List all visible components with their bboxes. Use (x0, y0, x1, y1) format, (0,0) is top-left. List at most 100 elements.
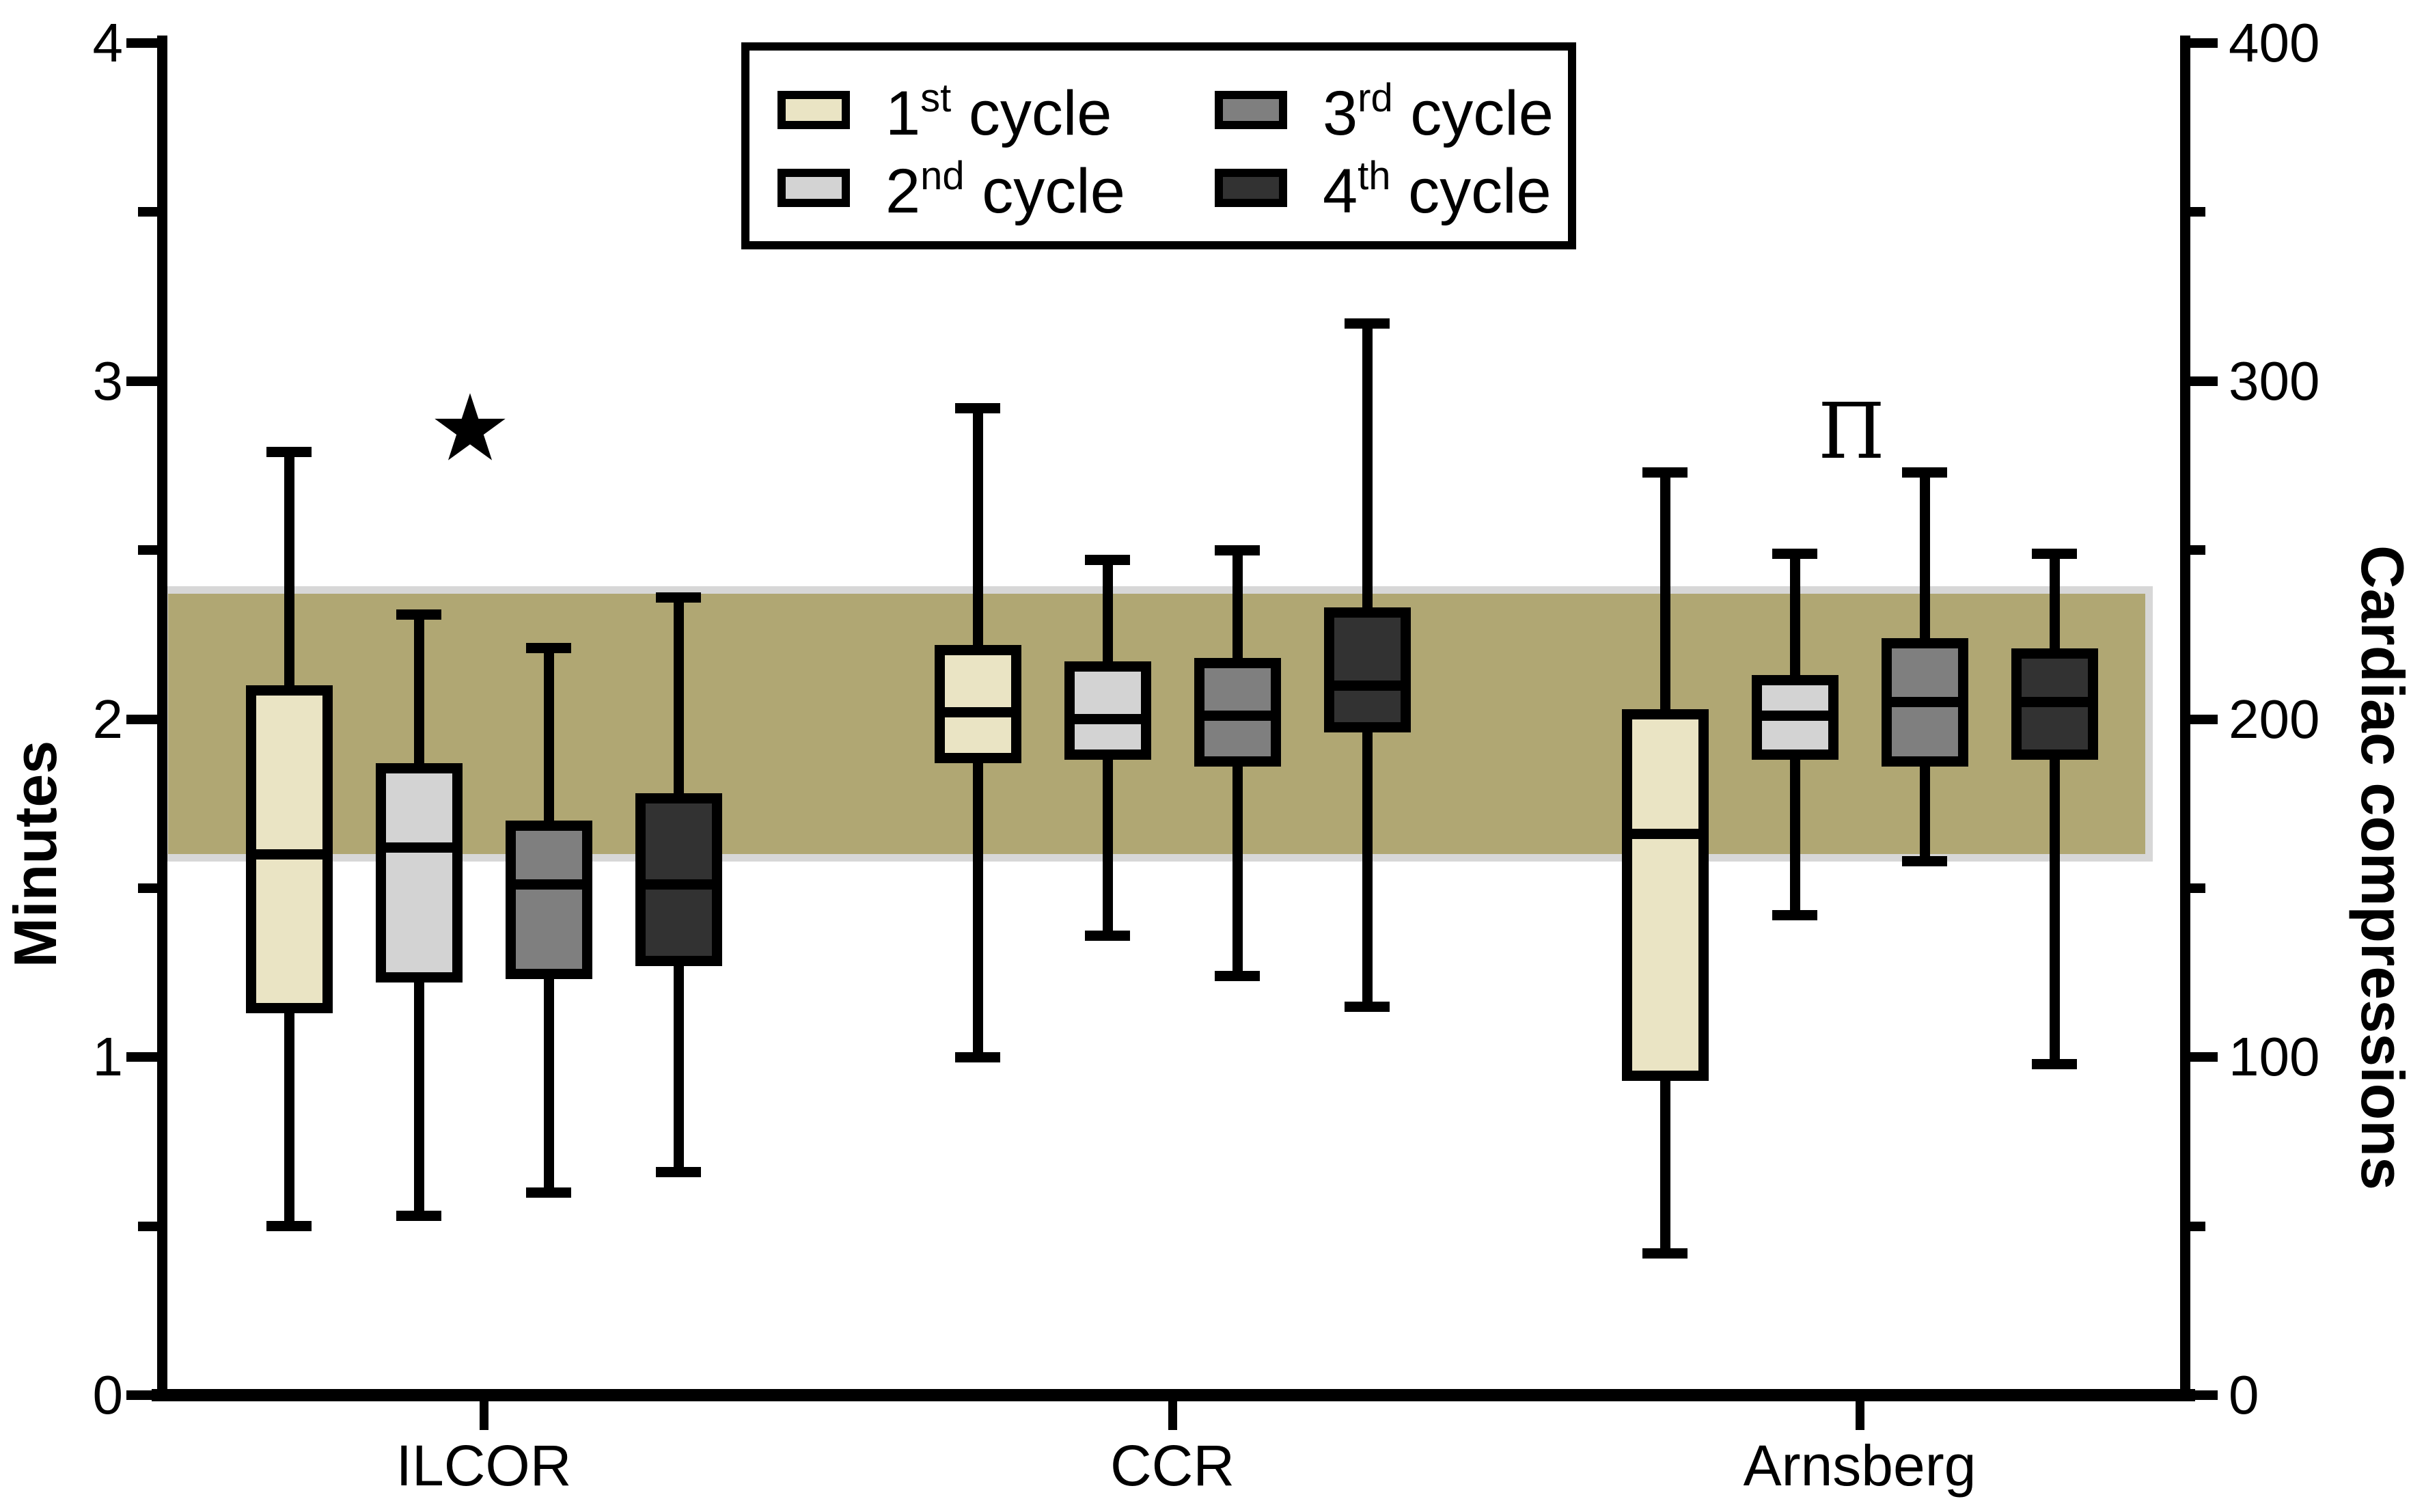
x-label-ilcor: ILCOR (396, 1433, 572, 1498)
box-arnsberg-cycle2-upper-cap (1772, 548, 1817, 559)
box-arnsberg-cycle1-lower-cap (1642, 1248, 1688, 1259)
pi-annotation: Π (1818, 387, 1885, 476)
right-tick-label-1: 100 (2229, 1026, 2320, 1088)
box-ilcor-cycle3-upper-whisker (543, 648, 554, 821)
box-arnsberg-cycle1-upper-cap (1642, 467, 1688, 478)
left-tick-label-4: 4 (92, 12, 124, 73)
box-ilcor-cycle4-upper-cap (656, 592, 701, 603)
box-ilcor-cycle2-lower-whisker (413, 982, 424, 1216)
box-ilcor-cycle2-lower-cap (396, 1211, 441, 1222)
box-ccr-cycle1 (934, 644, 1021, 763)
x-tick-ilcor (479, 1401, 488, 1430)
box-ilcor-cycle3-lower-whisker (543, 979, 554, 1193)
box-ccr-cycle4-median (1323, 680, 1411, 691)
left-minor-tick-3.5 (137, 207, 157, 217)
box-ccr-cycle1-lower-cap (955, 1051, 1000, 1062)
legend (741, 42, 1576, 249)
box-ilcor-cycle4-upper-whisker (673, 597, 684, 794)
right-major-tick-2 (2190, 714, 2218, 724)
box-ccr-cycle2 (1064, 661, 1151, 760)
box-ccr-cycle2-lower-cap (1085, 930, 1130, 941)
box-ccr-cycle3-lower-whisker (1232, 766, 1243, 976)
box-arnsberg-cycle2-upper-whisker (1789, 553, 1800, 676)
x-tick-ccr (1168, 1401, 1177, 1430)
left-major-tick-0 (126, 1390, 157, 1400)
right-minor-tick-0.5 (2190, 1221, 2205, 1231)
box-ilcor-cycle4-lower-cap (656, 1166, 701, 1177)
box-ccr-cycle2-median (1064, 714, 1151, 724)
x-label-ccr: CCR (1110, 1433, 1235, 1498)
box-ccr-cycle4-upper-cap (1345, 318, 1390, 329)
legend-label-cycle1: 1st cycle (885, 76, 1112, 148)
left-axis-spine (156, 36, 167, 1401)
box-ccr-cycle3-median (1194, 711, 1281, 721)
box-arnsberg-cycle3-median (1881, 697, 1968, 708)
x-tick-arnsberg (1855, 1401, 1864, 1430)
left-major-tick-4 (126, 38, 157, 48)
left-tick-label-2: 2 (92, 688, 124, 750)
box-arnsberg-cycle2-lower-whisker (1789, 759, 1800, 916)
right-tick-label-4: 400 (2229, 12, 2320, 73)
box-arnsberg-cycle4-upper-cap (2032, 548, 2077, 559)
box-arnsberg-cycle3-lower-cap (1902, 855, 1947, 866)
right-major-tick-4 (2190, 38, 2218, 48)
box-ilcor-cycle3 (505, 820, 592, 980)
box-ccr-cycle2-upper-cap (1085, 555, 1130, 566)
box-ccr-cycle1-median (934, 707, 1021, 718)
box-ccr-cycle3-lower-cap (1215, 971, 1260, 981)
right-axis-spine (2179, 36, 2190, 1401)
box-ccr-cycle4-upper-whisker (1362, 323, 1373, 608)
box-arnsberg-cycle4-upper-whisker (2049, 553, 2060, 648)
box-ccr-cycle4-lower-cap (1345, 1001, 1390, 1012)
box-arnsberg-cycle1-lower-whisker (1659, 1080, 1670, 1254)
left-major-tick-1 (126, 1052, 157, 1062)
bottom-axis-line (152, 1389, 2195, 1401)
box-ccr-cycle1-lower-whisker (972, 762, 983, 1058)
box-ilcor-cycle1-lower-cap (266, 1221, 312, 1232)
right-minor-tick-1.5 (2190, 883, 2205, 893)
box-ilcor-cycle4-lower-whisker (673, 965, 684, 1172)
right-tick-label-3: 300 (2229, 350, 2320, 411)
box-arnsberg-cycle2-lower-cap (1772, 909, 1817, 920)
box-ilcor-cycle1-median (245, 849, 333, 860)
box-arnsberg-cycle4-lower-cap (2032, 1058, 2077, 1069)
box-ccr-cycle3-upper-whisker (1232, 550, 1243, 659)
box-arnsberg-cycle2-median (1751, 711, 1838, 721)
left-major-tick-2 (126, 714, 157, 724)
box-ilcor-cycle1-lower-whisker (284, 1013, 294, 1226)
box-ilcor-cycle2-upper-whisker (413, 614, 424, 763)
box-ilcor-cycle2 (375, 762, 463, 983)
box-ccr-cycle3-upper-cap (1215, 545, 1260, 555)
right-tick-label-2: 200 (2229, 688, 2320, 750)
box-ilcor-cycle2-upper-cap (396, 609, 441, 620)
legend-swatch-cycle3 (1215, 91, 1287, 129)
right-major-tick-1 (2190, 1052, 2218, 1062)
box-ilcor-cycle1-upper-cap (266, 447, 312, 458)
x-label-arnsberg: Arnsberg (1743, 1433, 1977, 1498)
box-arnsberg-cycle3-lower-whisker (1919, 766, 1930, 862)
box-ccr-cycle1-upper-whisker (972, 408, 983, 645)
box-ccr-cycle2-lower-whisker (1102, 759, 1113, 936)
legend-swatch-cycle2 (777, 169, 850, 207)
star-annotation: ★ (428, 376, 512, 480)
box-ccr-cycle1-upper-cap (955, 402, 1000, 413)
box-ilcor-cycle3-median (505, 879, 592, 890)
left-minor-tick-1.5 (137, 883, 157, 893)
box-arnsberg-cycle4-lower-whisker (2049, 759, 2060, 1064)
box-ccr-cycle4 (1323, 607, 1411, 733)
legend-label-cycle2: 2nd cycle (885, 154, 1125, 226)
right-minor-tick-3.5 (2190, 207, 2205, 217)
legend-label-cycle4: 4th cycle (1323, 154, 1552, 226)
box-arnsberg-cycle3-upper-cap (1902, 467, 1947, 478)
box-ilcor-cycle3-lower-cap (526, 1187, 571, 1198)
left-tick-label-1: 1 (92, 1026, 124, 1088)
box-ilcor-cycle4-median (635, 879, 722, 890)
right-minor-tick-2.5 (2190, 545, 2205, 555)
left-tick-label-3: 3 (92, 350, 124, 411)
left-minor-tick-0.5 (137, 1221, 157, 1231)
box-arnsberg-cycle1-median (1621, 829, 1709, 840)
legend-label-cycle3: 3rd cycle (1323, 76, 1554, 148)
